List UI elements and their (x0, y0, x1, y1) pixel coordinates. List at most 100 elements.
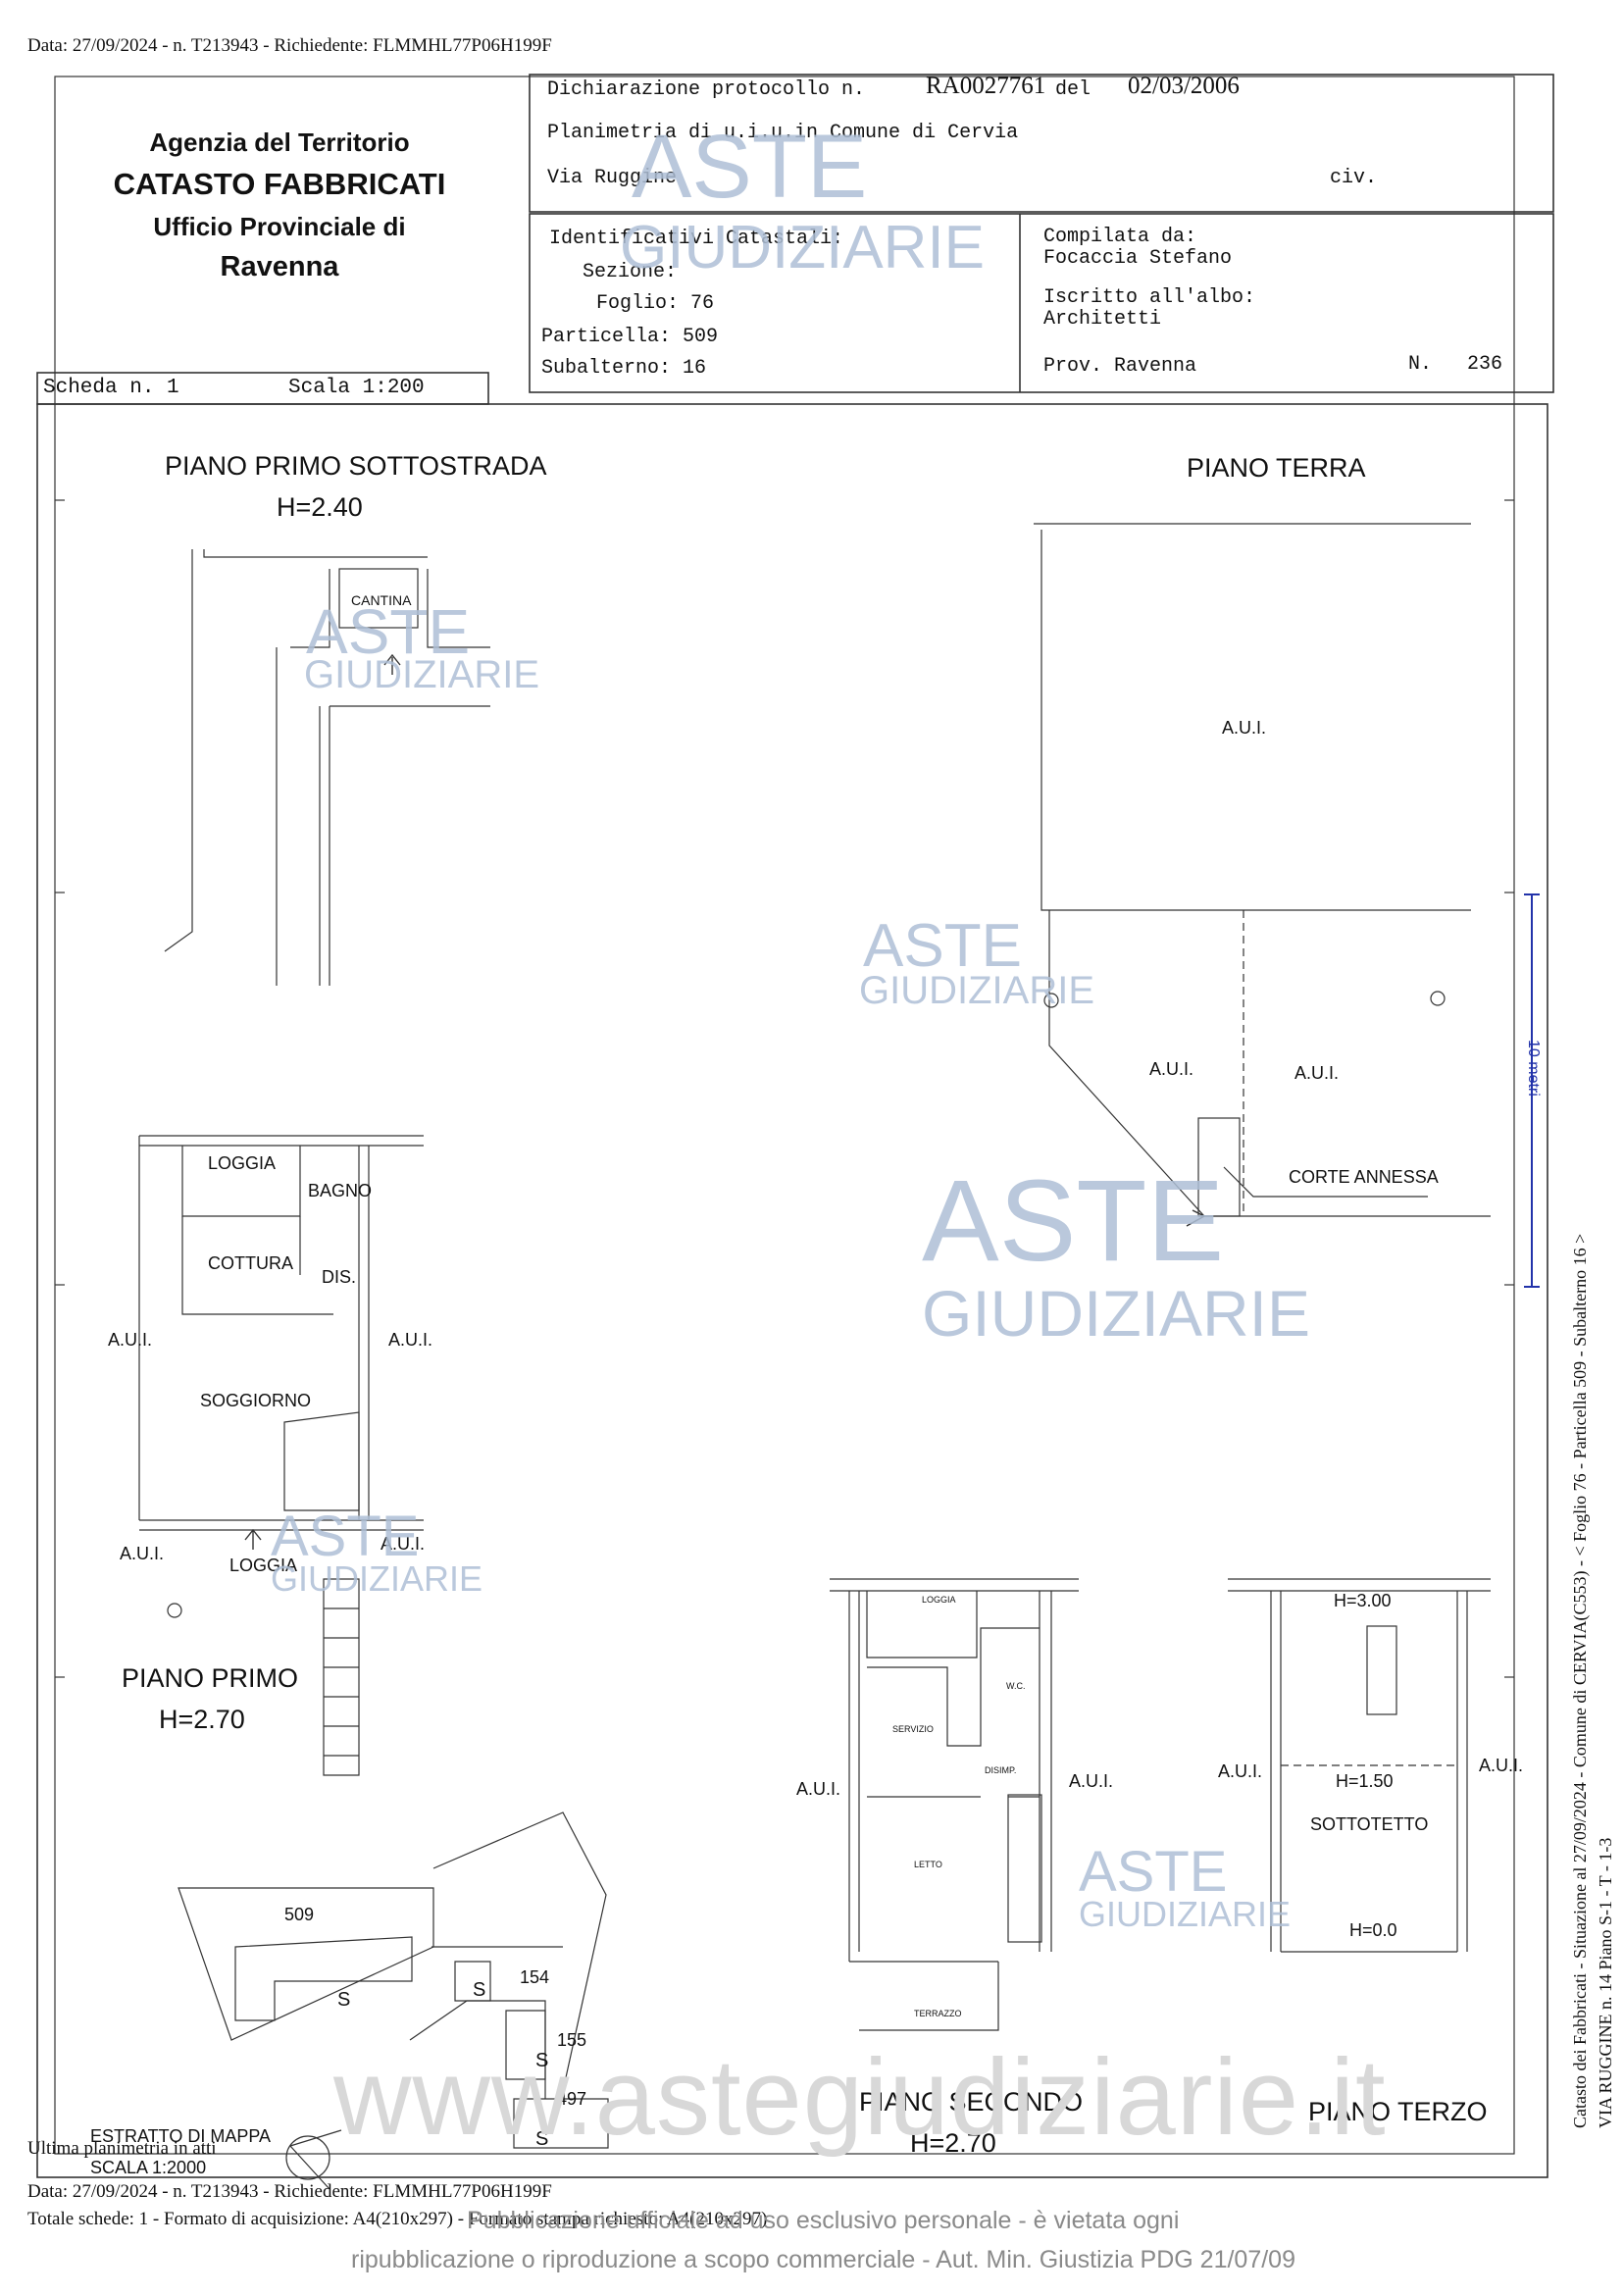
del-label: del (1055, 78, 1091, 101)
watermark-aste-4: ASTE (922, 1156, 1225, 1286)
map-particella-509: 509 (284, 1905, 315, 1924)
dichiarazione-label: Dichiarazione protocollo n. (547, 78, 866, 101)
plan-secondo (830, 1578, 1079, 2031)
watermark-aste-5: ASTE (271, 1505, 420, 1568)
scheda-number: Scheda n. 1 (43, 377, 179, 399)
watermark-giudiziarie-6: GIUDIZIARIE (1079, 1894, 1292, 1934)
primo-height: H=2.70 (159, 1705, 245, 1734)
numero-value: 236 (1467, 353, 1503, 376)
secondo-aui-left: A.U.I. (796, 1779, 841, 1799)
website-watermark: www.astegiudiziarie.it (333, 2037, 1387, 2158)
watermark-aste-2: ASTE (306, 596, 471, 667)
watermark-aste-1: ASTE (632, 117, 868, 217)
plan-primo (138, 1135, 424, 1776)
watermark-aste-6: ASTE (1079, 1840, 1228, 1904)
map-particella-497: 497 (557, 2089, 587, 2109)
request-line: Data: 27/09/2024 - n. T213943 - Richiede… (27, 35, 552, 56)
publication-notice-1: Pubblicazione ufficiale ad uso esclusivo… (467, 2207, 1180, 2234)
province: Prov. Ravenna (1043, 355, 1197, 378)
footer-totale: Totale schede: 1 - Formato di acquisizio… (27, 2209, 768, 2229)
secondo-height: H=2.70 (910, 2128, 996, 2158)
room-wc: W.C. (1006, 1681, 1026, 1691)
identificativi-label: Identificativi Catastali: (549, 228, 844, 250)
room-loggia-secondo: LOGGIA (922, 1595, 956, 1605)
room-bagno: BAGNO (308, 1181, 373, 1200)
terra-aui-3: A.U.I. (1294, 1063, 1340, 1083)
primo-title: PIANO PRIMO (122, 1663, 299, 1693)
map-s-1: S (337, 1989, 351, 2011)
watermark-giudiziarie-4: GIUDIZIARIE (922, 1277, 1311, 1350)
side-info: Catasto dei Fabbricati - Situazione al 2… (1567, 1234, 1618, 2128)
compilata-label: Compilata da: (1043, 226, 1197, 248)
room-soggiorno: SOGGIORNO (200, 1391, 312, 1410)
terra-aui-1: A.U.I. (1222, 718, 1267, 738)
terzo-title: PIANO TERZO (1308, 2097, 1488, 2126)
map-s-2: S (473, 1979, 486, 2001)
street: Via Ruggine (547, 167, 678, 189)
primo-aui-right: A.U.I. (388, 1330, 433, 1350)
primo-aui-bottom-right: A.U.I. (381, 1534, 426, 1554)
sezione: Sezione: (583, 261, 678, 283)
header-box-top (529, 74, 1554, 213)
tecnico-name: Focaccia Stefano (1043, 247, 1233, 270)
watermark-giudiziarie-3: GIUDIZIARIE (859, 969, 1095, 1012)
room-loggia-2: LOGGIA (229, 1556, 298, 1575)
drawing-box (36, 403, 1548, 2178)
scheda-scale: Scala 1:200 (288, 377, 425, 399)
terzo-h150: H=1.50 (1336, 1771, 1394, 1791)
watermark-aste-3: ASTE (863, 912, 1022, 980)
outer-frame (54, 76, 1515, 2155)
terzo-aui-left: A.U.I. (1218, 1761, 1263, 1781)
room-cottura: COTTURA (208, 1253, 293, 1273)
plan-terra (1034, 523, 1491, 1217)
plan-terzo (1228, 1578, 1491, 1953)
primo-aui-left: A.U.I. (108, 1330, 153, 1350)
albo-value: Architetti (1043, 308, 1162, 331)
secondo-title: PIANO SECONDO (859, 2087, 1084, 2117)
room-loggia-1: LOGGIA (208, 1153, 277, 1173)
civ-label: civ. (1330, 167, 1378, 189)
map-s-4: S (535, 2128, 549, 2150)
watermark-giudiziarie-1: GIUDIZIARIE (620, 214, 986, 281)
room-sottotetto: SOTTOTETTO (1310, 1814, 1429, 1834)
room-disimp: DISIMP. (985, 1765, 1017, 1775)
catasto-title: CATASTO FABBRICATI (113, 167, 446, 201)
watermark-giudiziarie-5: GIUDIZIARIE (271, 1558, 483, 1599)
map-title: ESTRATTO DI MAPPA (90, 2126, 272, 2146)
office-name: Ufficio Provinciale di (153, 212, 406, 241)
terra-title: PIANO TERRA (1187, 453, 1366, 483)
scale-bar-label: 10 metri (1525, 1040, 1542, 1097)
subalterno: Subalterno: 16 (541, 357, 707, 380)
sottostrada-title: PIANO PRIMO SOTTOSTRADA (165, 451, 547, 481)
room-servizio: SERVIZIO (892, 1724, 934, 1734)
corte-annessa: CORTE ANNESSA (1289, 1167, 1439, 1187)
office-city: Ravenna (220, 251, 339, 282)
ultima-planimetria: Ultima planimetria in atti (27, 2138, 217, 2159)
numero-label: N. (1408, 353, 1433, 376)
scale-bar (1524, 893, 1540, 1288)
primo-aui-bottom-left: A.U.I. (120, 1544, 165, 1563)
map-extract (178, 1811, 609, 2190)
foglio: Foglio: 76 (596, 292, 715, 315)
agency-name: Agenzia del Territorio (149, 128, 410, 157)
publication-notice-2: ripubblicazione o riproduzione a scopo c… (351, 2246, 1295, 2273)
header-box-bottom (529, 213, 1554, 393)
iscritto-label: Iscritto all'albo: (1043, 286, 1256, 309)
side-info-line-1: Catasto dei Fabbricati - Situazione al 2… (1570, 1233, 1590, 2128)
footer-date-line: Data: 27/09/2024 - n. T213943 - Richiede… (27, 2181, 552, 2202)
terzo-aui-right: A.U.I. (1479, 1756, 1524, 1775)
secondo-aui-right: A.U.I. (1069, 1771, 1114, 1791)
terra-aui-2: A.U.I. (1149, 1059, 1194, 1079)
map-scale: SCALA 1:2000 (90, 2158, 207, 2177)
map-s-3: S (535, 2050, 549, 2071)
side-info-line-2: VIA RUGGINE n. 14 Piano S-1 - T - 1-3 (1596, 1837, 1615, 2128)
room-letto: LETTO (914, 1860, 942, 1869)
watermark-giudiziarie-2: GIUDIZIARIE (304, 653, 540, 696)
terzo-h300: H=3.00 (1334, 1591, 1392, 1610)
protocol-number: RA0027761 (926, 73, 1046, 99)
planimetria-line: Planimetria di u.i.u.in Comune di Cervia (547, 122, 1019, 144)
protocol-date: 02/03/2006 (1128, 73, 1240, 99)
particella: Particella: 509 (541, 326, 719, 348)
plan-sottostrada (164, 549, 490, 986)
